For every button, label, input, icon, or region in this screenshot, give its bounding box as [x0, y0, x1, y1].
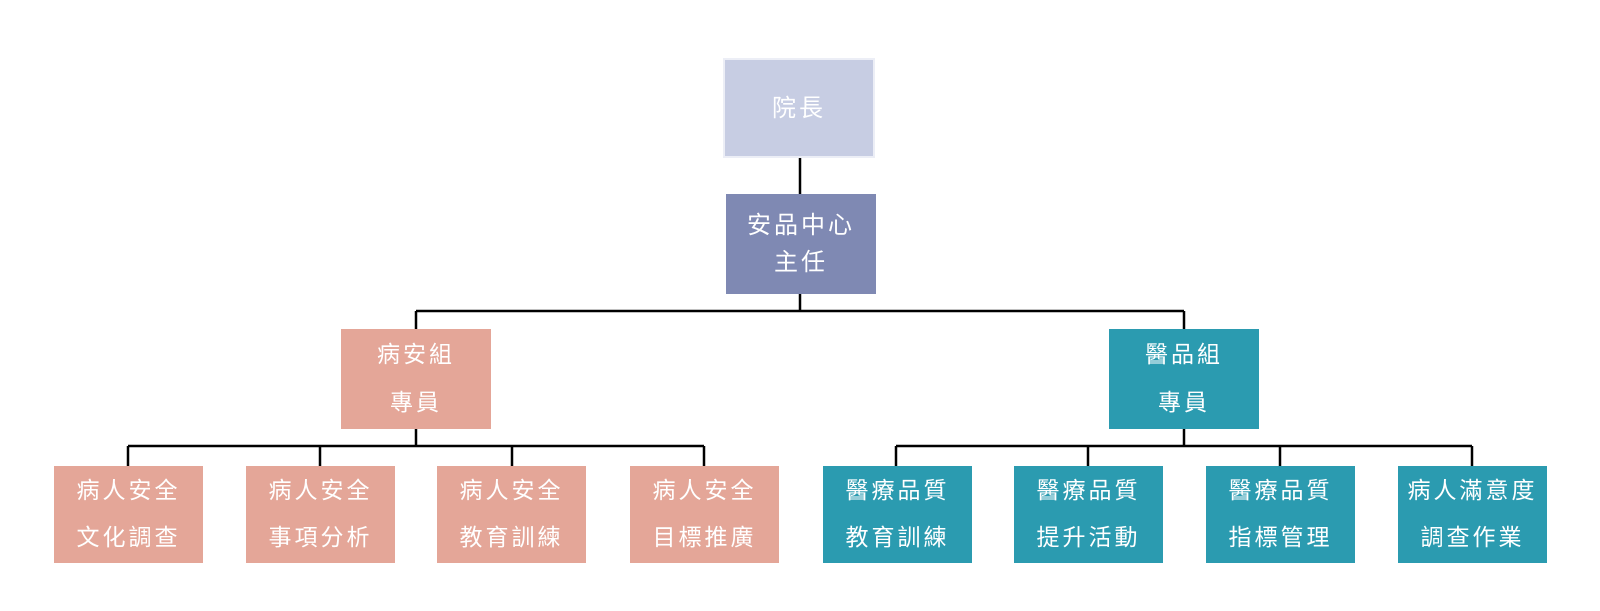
patient-safety-group-label-line1: 病安組	[377, 342, 455, 368]
ps-task-label-line2: 文化調查	[76, 524, 181, 551]
mq-task-label-line2: 指標管理	[1228, 524, 1333, 551]
center-head-label-line2: 主任	[774, 248, 828, 276]
ps-task-event-analysis: 病人安全 事項分析	[246, 466, 395, 563]
ps-task-goal-promotion: 病人安全 目標推廣	[630, 466, 779, 563]
mq-task-label-line1: 病人滿意度	[1407, 477, 1538, 504]
mq-task-label-line2: 教育訓練	[845, 524, 950, 551]
mq-task-satisfaction-survey: 病人滿意度 調查作業	[1398, 466, 1547, 563]
ps-task-label-line1: 病人安全	[76, 477, 181, 504]
director-box: 院長	[723, 58, 875, 158]
director-label: 院長	[772, 93, 826, 122]
mq-task-label-line1: 醫療品質	[1228, 477, 1333, 504]
ps-task-label-line2: 事項分析	[268, 524, 373, 551]
center-head-label-line1: 安品中心	[747, 211, 855, 239]
ps-task-label-line1: 病人安全	[652, 477, 757, 504]
mq-task-education-training: 醫療品質 教育訓練	[823, 466, 972, 563]
mq-task-label-line1: 醫療品質	[1036, 477, 1141, 504]
mq-task-label-line2: 調查作業	[1420, 524, 1525, 551]
mq-task-improvement-activities: 醫療品質 提升活動	[1014, 466, 1163, 563]
mq-task-label-line2: 提升活動	[1036, 524, 1141, 551]
mq-task-indicator-management: 醫療品質 指標管理	[1206, 466, 1355, 563]
medical-quality-group-box: 醫品組 專員	[1109, 329, 1259, 429]
center-head-box: 安品中心 主任	[726, 194, 876, 294]
ps-task-label-line2: 教育訓練	[459, 524, 564, 551]
patient-safety-group-label-line2: 專員	[390, 390, 442, 416]
ps-task-culture-survey: 病人安全 文化調查	[54, 466, 203, 563]
medical-quality-group-label-line1: 醫品組	[1145, 342, 1223, 368]
ps-task-label-line1: 病人安全	[268, 477, 373, 504]
ps-task-education-training: 病人安全 教育訓練	[437, 466, 586, 563]
mq-task-label-line1: 醫療品質	[845, 477, 950, 504]
medical-quality-group-label-line2: 專員	[1158, 390, 1210, 416]
ps-task-label-line2: 目標推廣	[652, 524, 757, 551]
ps-task-label-line1: 病人安全	[459, 477, 564, 504]
patient-safety-group-box: 病安組 專員	[341, 329, 491, 429]
